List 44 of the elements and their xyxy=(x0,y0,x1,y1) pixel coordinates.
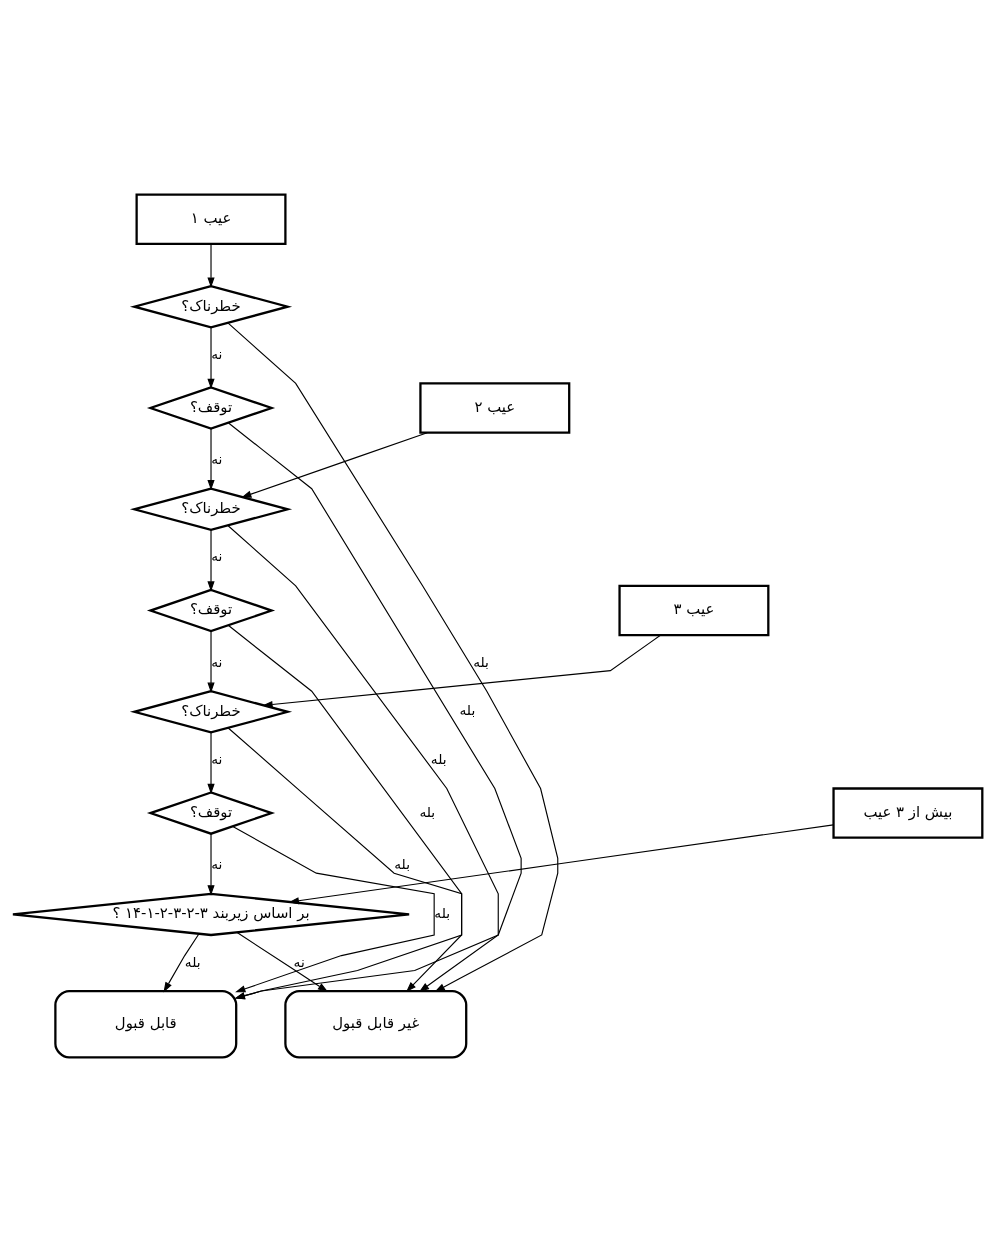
edge-label: نه xyxy=(211,451,223,468)
arrow xyxy=(227,322,559,992)
node-diamond: خطرناک؟ xyxy=(129,284,293,329)
node-diamond: توقف؟ xyxy=(146,386,276,430)
arrow xyxy=(163,933,200,993)
arrow xyxy=(207,731,215,795)
arrow xyxy=(207,326,215,390)
edge-label: بله xyxy=(434,904,451,921)
arrow xyxy=(207,243,215,288)
arrow xyxy=(207,529,215,592)
edge-label: نه xyxy=(211,548,223,565)
arrow xyxy=(227,727,463,993)
arrow xyxy=(262,634,661,709)
node-box: غیر قابل قبول xyxy=(284,989,468,1059)
edge-label: نه xyxy=(293,953,305,970)
node-box: عیب ۱ xyxy=(135,193,287,245)
arrow xyxy=(288,824,834,905)
edge-label: بله xyxy=(419,803,436,820)
node-box: عیب ۲ xyxy=(419,382,571,434)
arrow xyxy=(228,624,463,1000)
node-diamond: توقف؟ xyxy=(146,588,276,633)
edge-label: بله xyxy=(473,653,489,670)
arrow xyxy=(207,428,215,491)
edge-label: نه xyxy=(211,653,223,670)
edge-label: بله xyxy=(430,751,447,768)
arrow xyxy=(228,422,522,1000)
edge-label: بله xyxy=(184,953,201,970)
edge-label: نه xyxy=(211,345,223,362)
node-box: عیب ۳ xyxy=(618,584,770,637)
node-box: قابل قبول xyxy=(54,989,238,1059)
node-box: بیش از ۳ عیب xyxy=(832,787,984,839)
edge-label: بله xyxy=(394,856,410,873)
node-diamond: خطرناک؟ xyxy=(129,690,293,734)
arrow xyxy=(207,833,215,896)
node-diamond: توقف؟ xyxy=(146,791,276,835)
arrow xyxy=(227,525,499,993)
edge-label: بله xyxy=(459,702,476,719)
arrow xyxy=(207,630,215,693)
edge-label: نه xyxy=(211,856,223,873)
node-diamond: بر اساس زیربند ۳-۲-۳-۲-۱-۱۴ ؟ xyxy=(11,892,411,937)
edge-label: نه xyxy=(211,751,223,768)
arrow xyxy=(236,931,329,992)
arrow xyxy=(232,825,435,993)
arrow xyxy=(241,432,428,498)
